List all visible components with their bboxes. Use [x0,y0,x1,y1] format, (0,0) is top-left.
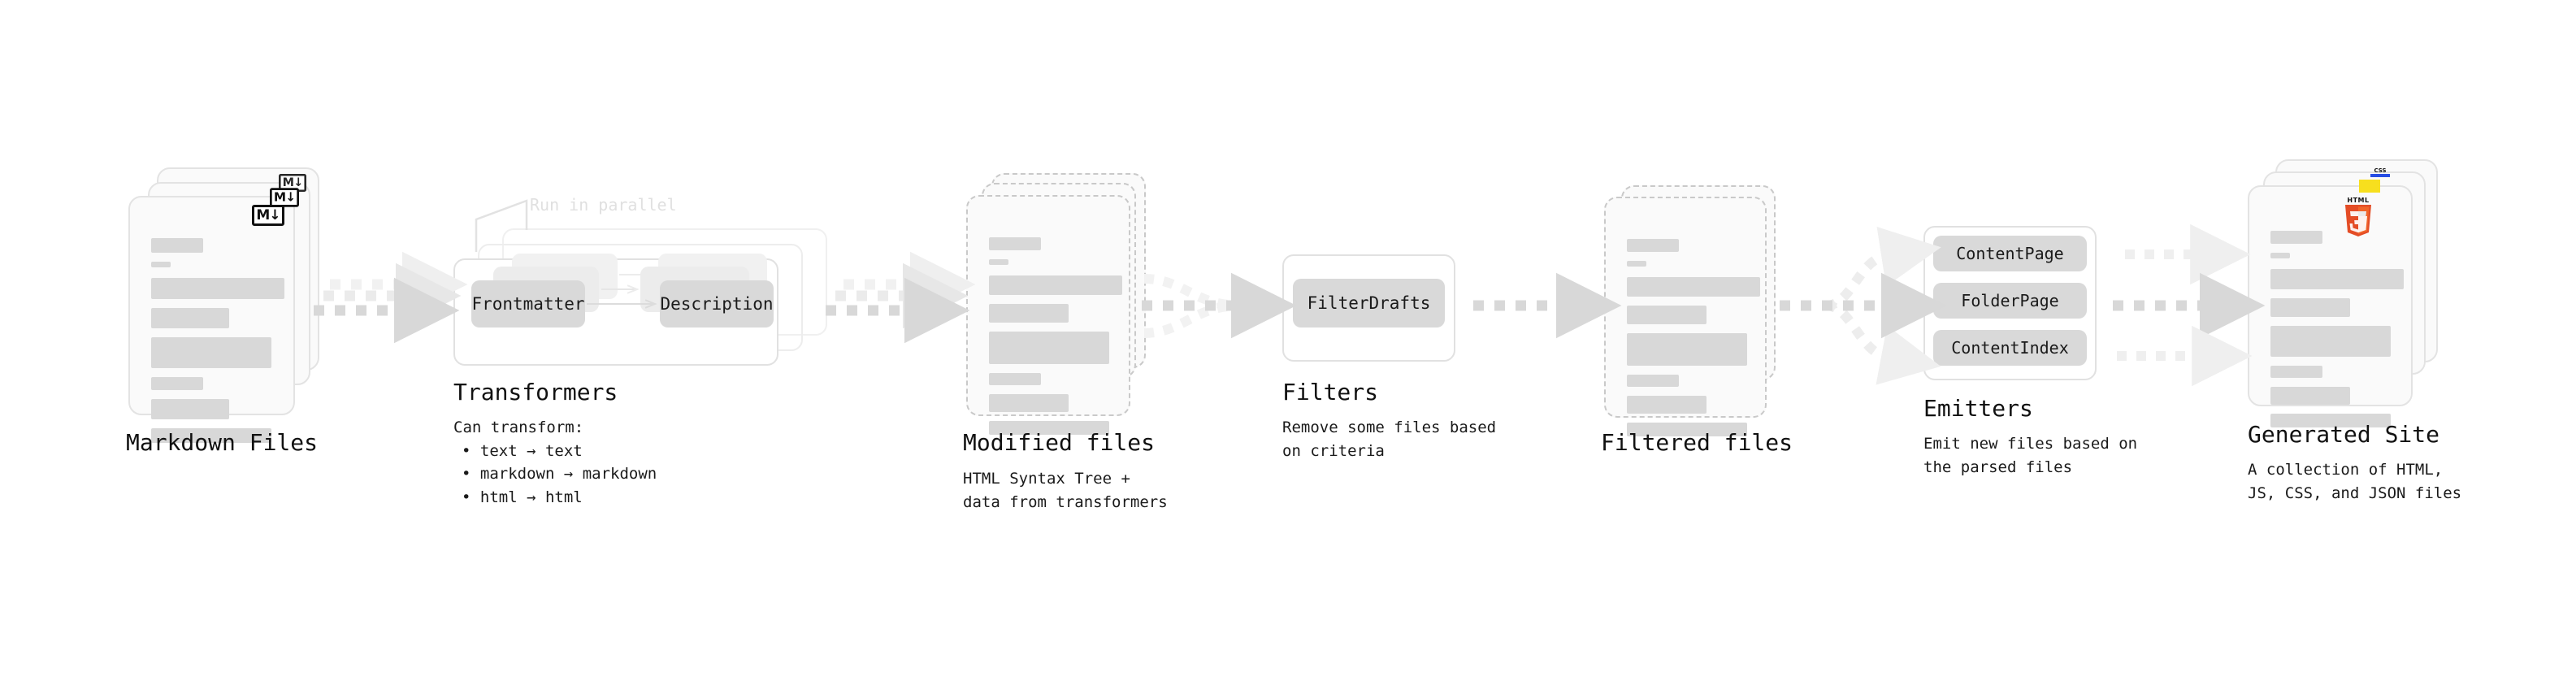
html5-badge-icon: HTML [2344,197,2373,236]
transformers-title: Transformers [453,379,618,406]
filters-chip-filterdrafts[interactable]: FilterDrafts [1293,279,1445,327]
transformer-chip-description[interactable]: Description [660,280,774,327]
markdown-icon-front: M↓ [252,205,284,226]
modified-files-title: Modified files [963,429,1156,456]
arrow-modified-to-filters [1142,272,1297,339]
filtered-files-title: Filtered files [1601,429,1793,456]
arrow-markdown-to-transformers [314,251,468,344]
transformers-description: Can transform: text → text markdown → ma… [453,416,657,509]
run-in-parallel-label: Run in parallel [530,195,677,215]
file-content-lines [989,237,1122,444]
markdown-file-card-front [128,196,295,443]
generated-site-stack: CSS HTML [0,0,2438,427]
emitters-subtitle: Emit new files based on the parsed files [1923,435,2138,476]
modified-file-card-front [966,195,1130,435]
generated-site-subtitle: A collection of HTML, JS, CSS, and JSON … [2248,461,2462,502]
file-content-lines [1627,239,1760,445]
emitters-chip-contentpage[interactable]: ContentPage [1933,236,2087,271]
transformer-chip-frontmatter[interactable]: Frontmatter [471,280,585,327]
emitters-title: Emitters [1923,395,2033,422]
transformers-bullet-0: text → text [462,440,657,463]
arrow-emitters-to-site [2113,223,2266,387]
file-content-lines [151,238,284,452]
emitters-chip-contentindex[interactable]: ContentIndex [1933,330,2087,366]
modified-files-subtitle: HTML Syntax Tree + data from transformer… [963,470,1168,511]
arrow-filtered-to-emitters [1780,227,1947,385]
filtered-file-card-front [1604,197,1767,436]
file-content-lines [2270,231,2404,436]
js-badge-icon [2359,180,2380,193]
html5-badge-label: HTML [2347,197,2370,204]
emitters-chip-folderpage[interactable]: FolderPage [1933,283,2087,319]
filters-subtitle: Remove some files based on criteria [1282,419,1497,460]
arrow-transformers-to-modified [826,251,976,344]
markdown-files-title: Markdown Files [126,429,319,456]
filters-title: Filters [1282,379,1379,406]
markdown-icon-mid: M↓ [270,188,299,207]
transformers-lead: Can transform: [453,419,584,436]
generated-site-title: Generated Site [2248,421,2440,448]
css3-badge-icon: CSS [2370,166,2391,179]
svg-text:CSS: CSS [2374,167,2386,174]
transformers-bullet-2: html → html [462,486,657,510]
generated-site-card-html [2248,185,2413,427]
transformers-bullet-1: markdown → markdown [462,462,657,486]
